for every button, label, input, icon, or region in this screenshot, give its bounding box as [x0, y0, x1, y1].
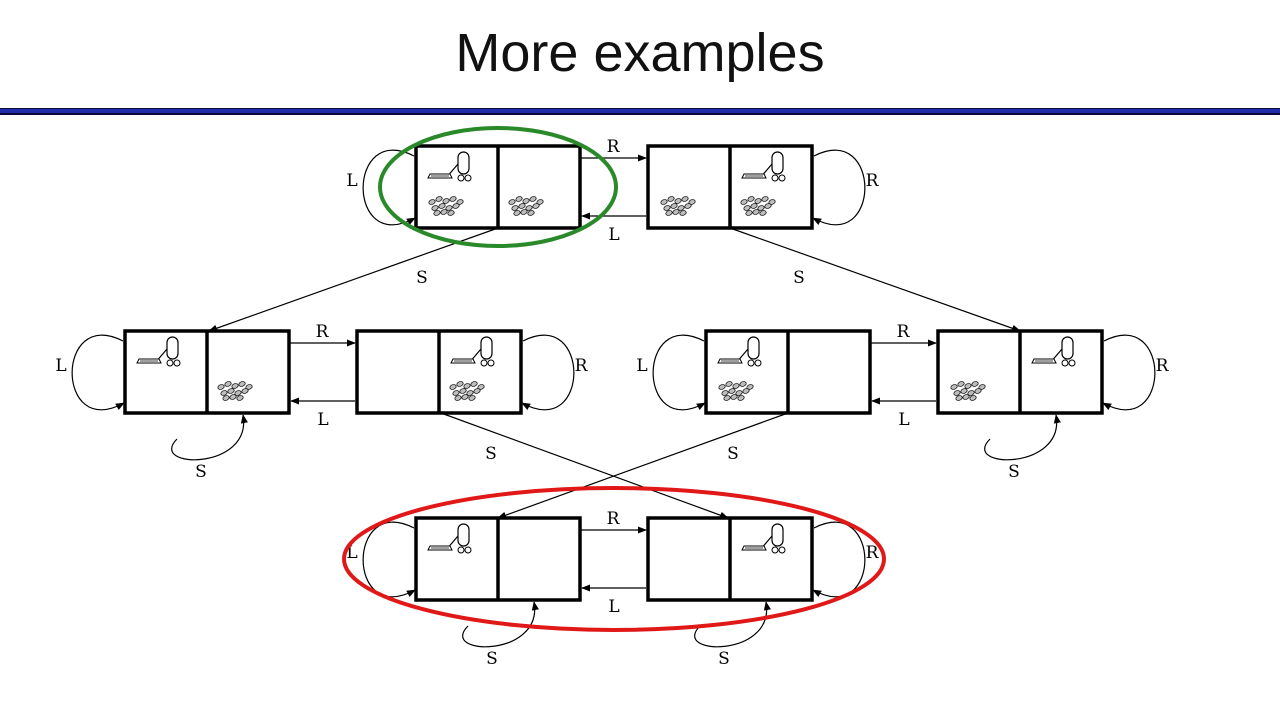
- edge-s2-s6: [729, 227, 1021, 332]
- edge-s4-R-self: [521, 334, 575, 411]
- action-label: L: [346, 171, 357, 191]
- vacuum-icon: [136, 336, 181, 367]
- edge-s6-S-self: [984, 414, 1061, 461]
- action-label: L: [608, 597, 619, 617]
- action-label: S: [485, 444, 497, 464]
- action-label: L: [55, 356, 66, 376]
- goal-states-highlight: [342, 486, 886, 632]
- action-label: R: [607, 137, 621, 157]
- edge-s5-s7: [497, 412, 789, 519]
- edge-s7-S-self: [462, 601, 539, 648]
- vacuum-icon: [427, 523, 472, 554]
- edge-s7-L-self: [362, 521, 416, 598]
- edge-s5-L-self: [652, 334, 706, 411]
- edge-s1-s3: [208, 227, 499, 332]
- edge-s8-R-self: [812, 521, 866, 598]
- action-label: L: [608, 225, 619, 245]
- action-label: S: [727, 444, 739, 464]
- dirt-icon: [428, 196, 464, 216]
- action-label: R: [575, 356, 589, 376]
- state-s6: [936, 329, 1104, 415]
- edge-s2-R-self: [812, 149, 866, 226]
- vacuum-icon: [741, 523, 786, 554]
- dirt-icon: [449, 381, 485, 401]
- action-label: S: [1008, 462, 1020, 482]
- action-label: L: [317, 410, 328, 430]
- edge-s3-S-self: [171, 414, 248, 461]
- vacuum-icon: [717, 336, 762, 367]
- action-label: R: [316, 322, 330, 342]
- state-s3: [123, 329, 291, 415]
- action-label: S: [486, 649, 498, 669]
- action-label: R: [866, 171, 880, 191]
- action-label: R: [866, 543, 880, 563]
- action-label: S: [195, 462, 207, 482]
- action-label: R: [1156, 356, 1170, 376]
- dirt-icon: [508, 196, 544, 216]
- state-s8: [646, 516, 814, 602]
- dirt-icon: [660, 196, 696, 216]
- vacuum-icon: [427, 151, 472, 182]
- dirt-icon: [217, 381, 253, 401]
- title-rule: [0, 108, 1280, 115]
- edge-s4-s8: [440, 412, 729, 519]
- dirt-icon: [740, 196, 776, 216]
- edge-s1-L-self: [362, 149, 416, 226]
- edge-s3-L-self: [71, 334, 125, 411]
- state-s2: [646, 144, 814, 230]
- state-s1: [414, 144, 582, 230]
- dirt-icon: [718, 381, 754, 401]
- edge-s6-R-self: [1102, 334, 1156, 411]
- vacuum-icon: [450, 336, 495, 367]
- action-label: L: [636, 356, 647, 376]
- action-label: L: [898, 410, 909, 430]
- action-label: R: [897, 322, 911, 342]
- action-label: S: [793, 268, 805, 288]
- action-label: L: [346, 543, 357, 563]
- vacuum-icon: [1031, 336, 1076, 367]
- action-label: R: [607, 509, 621, 529]
- vacuum-icon: [741, 151, 786, 182]
- state-s7: [414, 516, 582, 602]
- action-label: S: [718, 649, 730, 669]
- dirt-icon: [950, 381, 986, 401]
- slide-title: More examples: [455, 23, 825, 83]
- state-s4: [355, 329, 523, 415]
- action-label: S: [416, 268, 428, 288]
- state-s5: [704, 329, 872, 415]
- start-state-highlight: [378, 126, 618, 248]
